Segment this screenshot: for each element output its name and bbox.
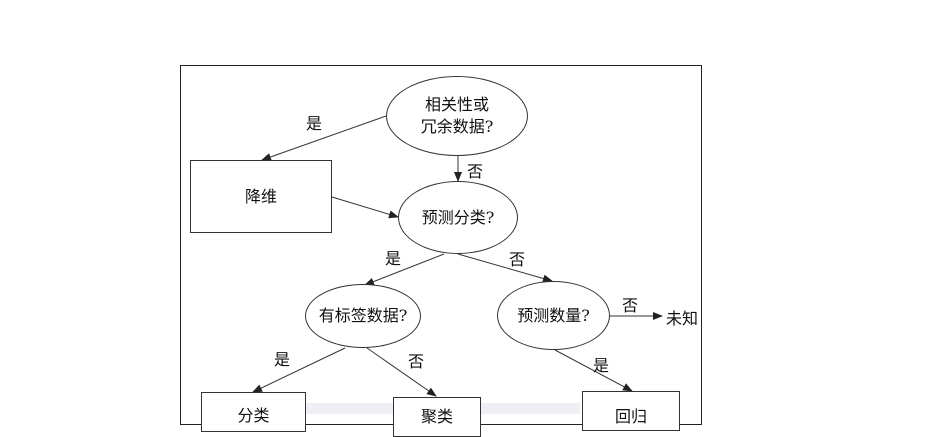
edge-label-no-cluster: 否 (408, 352, 425, 371)
edge-qty-to-regression (554, 349, 633, 392)
edge-label-yes-regression: 是 (593, 356, 610, 375)
node-labeled-data: 有标签数据? (305, 284, 421, 348)
node-reduce-label: 降维 (244, 186, 277, 206)
node-clustering: 聚类 (393, 397, 481, 437)
edge-label-no-unknown: 否 (622, 296, 639, 315)
edge-redundant-to-reduce (261, 115, 387, 161)
node-predict-quantity: 预测数量? (497, 281, 610, 350)
edge-predict-class-to-qty (457, 253, 553, 283)
edge-labeled-to-classify (252, 347, 346, 393)
node-predict-class-label: 预测分类? (421, 207, 495, 227)
edge-label-no-predict-class: 否 (467, 162, 484, 181)
edge-label-no-qty: 否 (509, 250, 526, 269)
node-classification: 分类 (201, 392, 306, 432)
edge-label-yes-reduce: 是 (306, 114, 323, 133)
node-labeled-label: 有标签数据? (318, 306, 408, 325)
edge-predict-class-to-labeled (364, 253, 445, 286)
node-predict-class: 预测分类? (398, 181, 518, 254)
edge-label-yes-labeled: 是 (385, 249, 402, 268)
edge-labeled-to-cluster (366, 347, 437, 397)
node-dimension-reduction: 降维 (190, 160, 332, 233)
node-classify-label: 分类 (237, 406, 270, 425)
node-predict-qty-label: 预测数量? (517, 305, 590, 325)
node-unknown: 未知 (666, 309, 699, 328)
flowchart-connectors (252, 115, 663, 397)
edge-label-yes-classify: 是 (274, 350, 291, 369)
edge-reduce-to-predict-class (331, 196, 399, 219)
node-cluster-label: 聚类 (420, 407, 453, 426)
node-redundant-data: 相关性或 冗余数据? (386, 76, 528, 156)
node-redundant-line1: 相关性或 (424, 95, 489, 114)
node-redundant-line2: 冗余数据? (420, 117, 494, 136)
node-regression-label: 回归 (614, 407, 647, 426)
node-regression: 回归 (582, 391, 680, 431)
